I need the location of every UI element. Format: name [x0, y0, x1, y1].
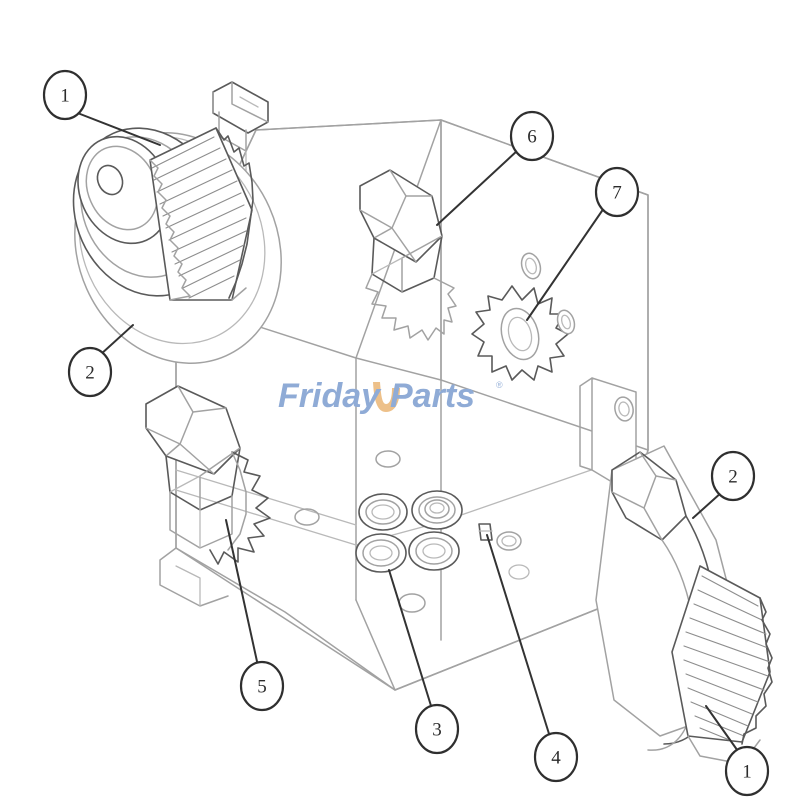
callout-5-bottom-left[interactable]: 5	[239, 660, 285, 712]
callout-2-right[interactable]: 2	[710, 450, 756, 502]
callout-4-bottom[interactable]: 4	[533, 731, 579, 783]
callout-7-top-right[interactable]: 7	[594, 166, 640, 218]
callout-1-top-left[interactable]: 1	[42, 69, 88, 121]
callout-2-left[interactable]: 2	[67, 346, 113, 398]
callout-label: 1	[742, 762, 752, 783]
callout-label: 2	[85, 363, 95, 384]
callout-leaders	[74, 111, 741, 755]
callout-bubbles: 1 2 5 3 4 1 2	[42, 69, 770, 797]
callout-label: 5	[257, 677, 267, 698]
callout-label: 7	[612, 183, 622, 204]
callout-label: 3	[432, 720, 442, 741]
callout-1-bottom-right[interactable]: 1	[724, 745, 770, 797]
bolt-bosses-upper	[520, 252, 576, 335]
callout-6-top[interactable]: 6	[509, 110, 555, 162]
callout-label: 4	[551, 748, 561, 769]
face-ports	[294, 450, 530, 613]
right-motor-splined-shaft	[595, 445, 773, 765]
star-lock-washer	[471, 285, 569, 381]
callout-3-bottom[interactable]: 3	[414, 703, 460, 755]
port-ring-cluster	[355, 490, 463, 573]
callout-label: 2	[728, 467, 738, 488]
callout-label: 1	[60, 86, 70, 107]
hex-fitting-lower-left	[145, 385, 271, 565]
left-motor-splined-shaft	[72, 127, 282, 364]
plug-pin	[478, 523, 522, 551]
callout-label: 6	[527, 127, 537, 148]
hex-fitting-upper	[359, 169, 457, 341]
